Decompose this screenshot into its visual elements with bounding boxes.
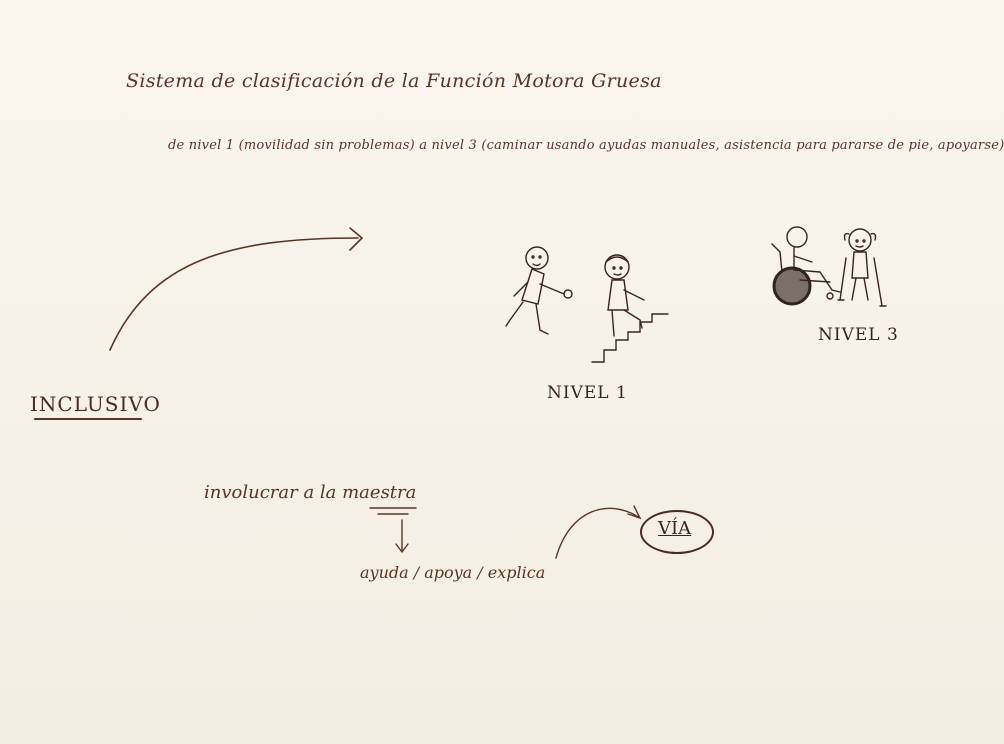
involucrar-text: involucrar a la maestra — [204, 482, 417, 503]
arrow-to-via-icon — [555, 505, 642, 559]
ayuda-text: ayuda / apoya / explica — [360, 563, 546, 582]
child-climbing-stairs-icon — [591, 254, 669, 363]
nivel-1-label: NIVEL 1 — [547, 383, 628, 403]
child-with-crutches-icon — [837, 228, 887, 307]
wheelchair-user-icon — [771, 226, 841, 306]
page-title: Sistema de clasificación de la Función M… — [126, 70, 662, 92]
via-label: VÍA — [658, 518, 692, 539]
maestra-underline — [369, 507, 417, 515]
inclusivo-label: INCLUSIVO — [30, 392, 161, 416]
inclusivo-underline — [34, 418, 142, 420]
nivel-3-label: NIVEL 3 — [818, 325, 899, 345]
levels-description: de nivel 1 (movilidad sin problemas) a n… — [168, 138, 1004, 153]
curved-arrow-icon — [109, 227, 364, 351]
running-child-icon — [505, 246, 573, 335]
down-arrow-icon — [395, 519, 409, 554]
via-oval — [640, 510, 714, 554]
